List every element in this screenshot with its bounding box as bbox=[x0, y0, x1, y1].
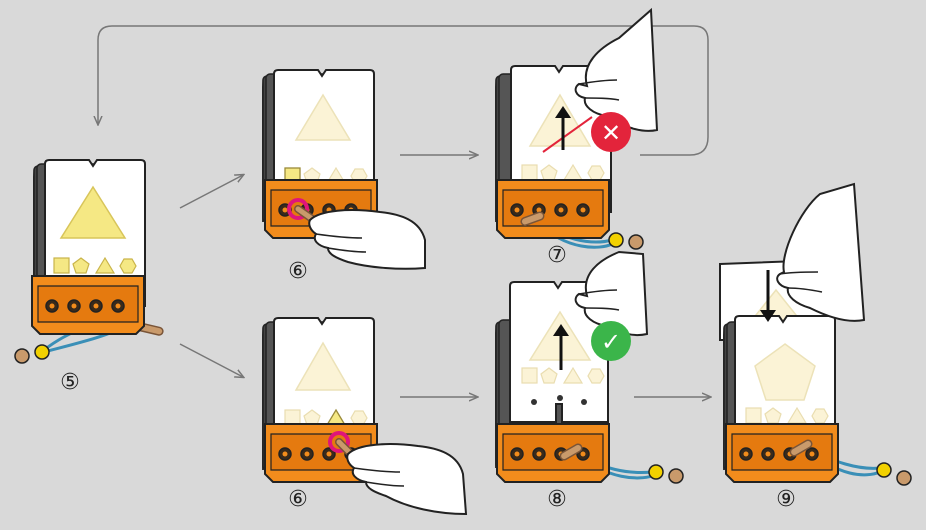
scene-step-7: ✕ ⑦ bbox=[494, 7, 659, 268]
step-6-bottom-label: ⑥ bbox=[288, 487, 308, 512]
arrow-5-to-6-top bbox=[179, 175, 243, 209]
pentagon-large bbox=[754, 343, 816, 401]
step-6-top-label: ⑥ bbox=[288, 259, 308, 284]
cross-glyph: ✕ bbox=[601, 119, 621, 147]
flow-arrows bbox=[98, 25, 710, 397]
cross-icon bbox=[591, 112, 631, 152]
scene-step-8: ✓ ⑧ bbox=[494, 250, 684, 512]
step-5-label: ⑤ bbox=[60, 370, 80, 395]
loop-arrow bbox=[98, 25, 709, 156]
check-glyph: ✓ bbox=[601, 328, 621, 356]
peg-ring bbox=[287, 198, 309, 220]
square-shape bbox=[53, 257, 70, 274]
pentagon-shape bbox=[72, 257, 90, 274]
hexagon-shape bbox=[119, 258, 137, 274]
scene-step-9: ⑨ bbox=[719, 182, 912, 512]
wood-bead bbox=[14, 348, 30, 364]
yellow-bead bbox=[34, 344, 50, 360]
scene-step-6-top: ⑥ bbox=[261, 69, 426, 284]
hand-icon bbox=[308, 209, 426, 270]
step-7-label: ⑦ bbox=[547, 243, 567, 268]
scene-step-6-bottom: ⑥ bbox=[261, 317, 468, 516]
step-8-label: ⑧ bbox=[547, 487, 567, 512]
step-9-label: ⑨ bbox=[776, 487, 796, 512]
triangle-shape bbox=[59, 185, 127, 239]
arrow-5-to-6-bottom bbox=[179, 343, 243, 377]
strike-line bbox=[542, 116, 593, 153]
check-icon bbox=[591, 321, 631, 361]
arrow-down-icon bbox=[760, 310, 776, 322]
scene-step-5: ⑤ bbox=[14, 159, 164, 395]
